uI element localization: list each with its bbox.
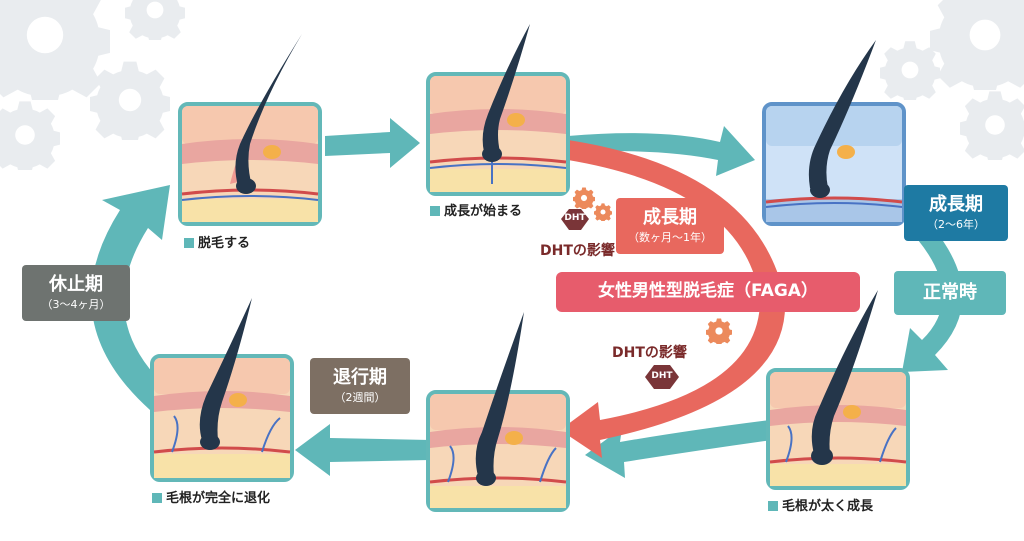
gear-icon — [880, 41, 940, 100]
phase-tag-growth-normal: 成長期 （2～6年） — [904, 185, 1008, 241]
phase-title: 休止期 — [49, 274, 103, 296]
bullet-square-icon — [184, 238, 194, 248]
phase-title: 成長期 — [929, 194, 983, 216]
arrow-left-up — [91, 185, 172, 410]
phase-title: 女性男性型脱毛症（FAGA） — [598, 281, 818, 302]
phase-subtitle: （数ヶ月～1年） — [628, 230, 712, 244]
hair-follicle-icon — [235, 34, 302, 186]
phase-tag-regression: 退行期 （2週間） — [310, 358, 410, 414]
gear-icon — [0, 0, 110, 100]
gear-icon — [960, 91, 1024, 160]
follicle-panel-bottom-right — [766, 290, 910, 490]
dht-hexagon-icon — [645, 365, 679, 389]
dht-hex-label-bottom: DHT — [651, 371, 673, 381]
faga-arrow — [560, 140, 786, 458]
arrow-br-bc — [585, 420, 772, 478]
phase-tag-growth-faga: 成長期 （数ヶ月～1年） — [616, 198, 724, 254]
bullet-square-icon — [152, 493, 162, 503]
stage-label-growth-starts: 成長が始まる — [430, 200, 522, 219]
follicle-panel-bottom-center — [426, 312, 570, 512]
stage-label-text: 毛根が太く成長 — [782, 499, 874, 514]
hair-follicle-icon — [808, 40, 876, 188]
follicle-panel-bottom-left — [150, 298, 294, 482]
dht-influence-label-bottom: DHTの影響 — [612, 345, 687, 361]
arrow-bc-bl — [295, 424, 430, 476]
hair-follicle-icon — [482, 24, 530, 152]
phase-title: 成長期 — [643, 207, 697, 229]
gear-icon — [594, 203, 612, 221]
arrow-right-down — [902, 230, 963, 372]
follicle-panel-top-right — [762, 40, 906, 226]
arrow-tl-tc — [325, 118, 420, 168]
dht-hexagon-icon — [561, 209, 589, 230]
bullet-square-icon — [768, 501, 778, 511]
phase-title: 正常時 — [923, 281, 977, 303]
stage-label-text: 毛根が完全に退化 — [166, 491, 271, 506]
phase-tag-rest: 休止期 （3～4ヶ月） — [22, 265, 130, 321]
follicle-panel-top-left — [178, 34, 322, 226]
dht-hex-label-top: DHT — [564, 213, 586, 223]
gear-icon — [125, 0, 185, 40]
stage-label-root-thickens: 毛根が太く成長 — [768, 495, 873, 514]
stage-label-text: 成長が始まる — [444, 204, 523, 219]
phase-subtitle: （2週間） — [334, 390, 386, 404]
gear-icon — [0, 101, 60, 170]
normal-cycle-arrows — [91, 118, 963, 478]
gear-icon — [90, 61, 170, 140]
gear-icon — [573, 187, 595, 209]
follicle-panel-top-center — [426, 24, 570, 196]
bullet-square-icon — [430, 206, 440, 216]
dht-influence-label-top: DHTの影響 — [540, 243, 615, 259]
hair-follicle-icon — [199, 298, 252, 440]
hair-follicle-icon — [811, 290, 878, 454]
gear-icon — [930, 0, 1024, 90]
arrow-tc-tr — [568, 126, 755, 176]
stage-label-root-regressed: 毛根が完全に退化 — [152, 487, 270, 506]
hair-follicle-icon — [475, 312, 524, 476]
phase-subtitle: （2～6年） — [927, 217, 985, 231]
gear-icon — [706, 318, 732, 344]
phase-title: 退行期 — [333, 367, 387, 389]
stage-label-text: 脱毛する — [198, 236, 251, 251]
phase-tag-normal: 正常時 — [894, 271, 1006, 315]
stage-label-hair-loss: 脱毛する — [184, 232, 250, 251]
phase-subtitle: （3～4ヶ月） — [41, 297, 111, 311]
phase-tag-faga: 女性男性型脱毛症（FAGA） — [556, 272, 860, 312]
